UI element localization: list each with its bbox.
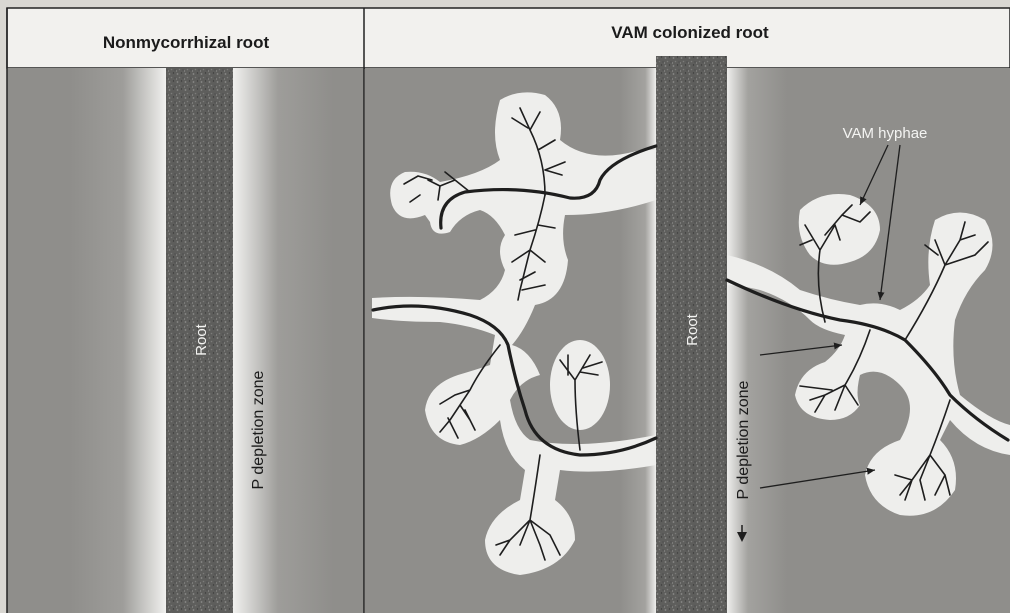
left-zone-label: P depletion zone <box>250 370 267 489</box>
left-root-label: Root <box>193 323 210 356</box>
right-panel: Root VAM hyphae <box>365 56 1010 613</box>
left-panel-title: Nonmycorrhizal root <box>103 33 270 52</box>
vam-hyphae-label: VAM hyphae <box>843 125 928 142</box>
right-panel-title: VAM colonized root <box>611 23 769 42</box>
left-depletion-zone-left <box>70 68 166 613</box>
left-depletion-zone-right <box>233 68 333 613</box>
right-root-label: Root <box>684 313 701 346</box>
right-zone-label: P depletion zone <box>735 380 752 499</box>
left-panel: Root P depletion zone <box>7 68 364 613</box>
